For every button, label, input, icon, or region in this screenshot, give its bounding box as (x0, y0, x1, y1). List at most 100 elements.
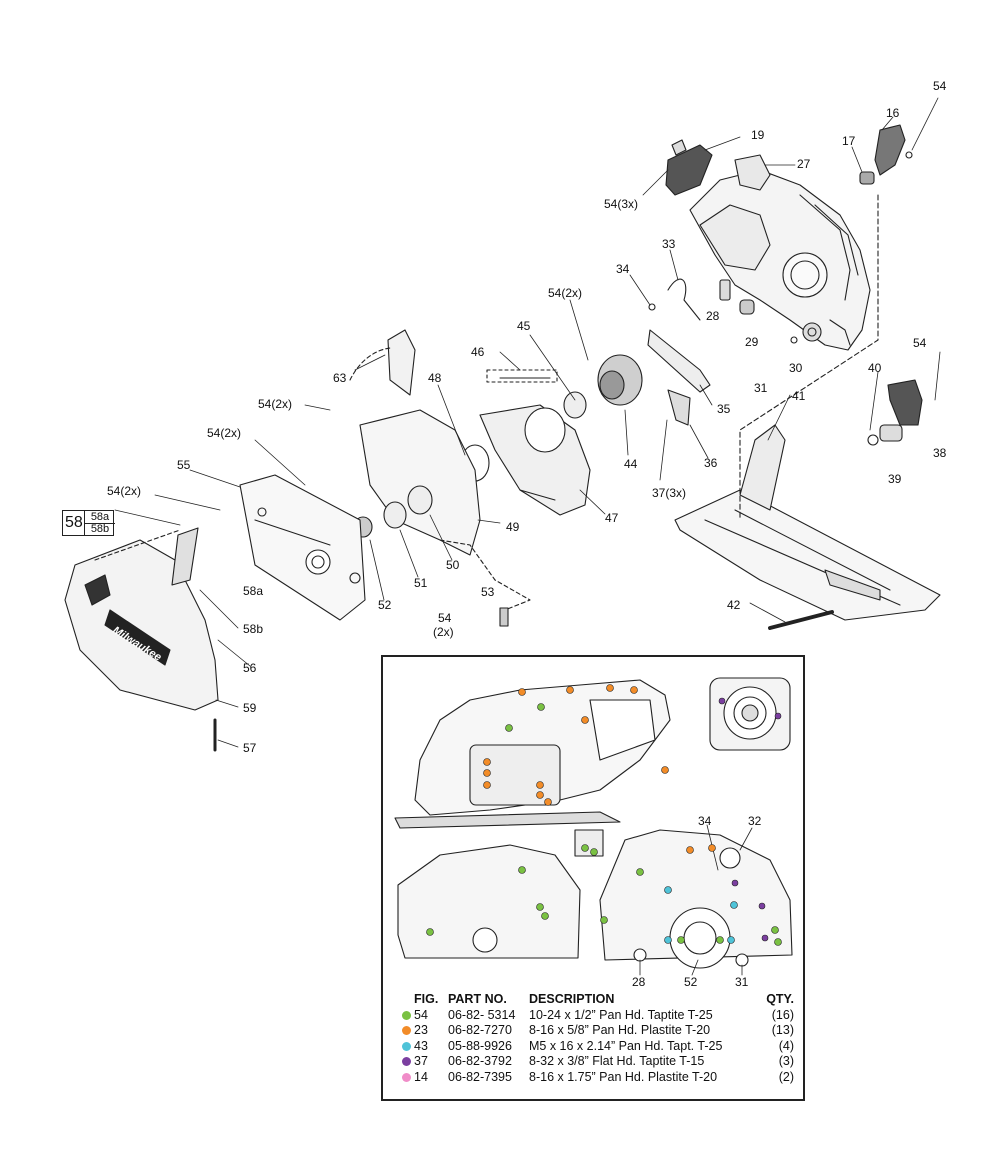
callout-54-2x-c: 54(2x) (207, 426, 242, 440)
part-55-plate (239, 474, 366, 621)
part-34-screw (648, 303, 656, 311)
callout-54-e: 54 (438, 611, 452, 625)
callout-16: 16 (886, 106, 900, 120)
callout-19: 19 (751, 128, 765, 142)
callout-54-3x: 54(3x) (604, 197, 639, 211)
legend-header-fig: FIG. (414, 992, 439, 1006)
callout-56: 56 (243, 661, 257, 675)
box-58a: 58a (84, 511, 115, 524)
legend-part-no: 06-82-7395 (448, 1069, 512, 1084)
callout-36: 36 (704, 456, 718, 470)
legend-color-dot (402, 1072, 411, 1082)
legend-qty: (13) (771, 1023, 794, 1037)
legend-color-dot (402, 1041, 411, 1051)
legend-fig: 23 (414, 1023, 428, 1037)
legend-color-dot (402, 1057, 411, 1066)
callout-44: 44 (624, 457, 638, 471)
box-58b: 58b (84, 523, 115, 535)
callout-55: 55 (177, 458, 191, 472)
part-44-spindle (563, 354, 643, 419)
callout-57: 57 (243, 741, 257, 755)
callout-2x-e: (2x) (433, 625, 454, 639)
legend-qty: (3) (778, 1054, 794, 1068)
inset-callout-34: 34 (698, 814, 712, 828)
legend-fig: 54 (414, 1007, 428, 1022)
callout-52: 52 (378, 598, 392, 612)
legend-part-no: 06-82- 5314 (448, 1007, 516, 1022)
part-36-bracket (667, 389, 691, 426)
callout-45: 45 (517, 319, 531, 333)
inset-housing-inner-view (599, 829, 793, 969)
legend-fig: 14 (414, 1069, 428, 1084)
leader-58 (94, 529, 181, 561)
legend-description: M5 x 16 x 2.14” Pan Hd. Tapt. T-25 (529, 1038, 723, 1053)
callout-34: 34 (616, 262, 630, 276)
legend-header-part: PART NO. (448, 992, 507, 1006)
part-47-lower-guard (479, 404, 591, 516)
legend-color-dot (402, 1010, 411, 1020)
inset-callout-32: 32 (748, 814, 762, 828)
part-63-guard (349, 329, 416, 396)
legend-row: 54 06-82- 5314 10-24 x 1/2” Pan Hd. Taptit… (402, 1008, 798, 1024)
legend-row: 14 06-82-7395 8-16 x 1.75” Pan Hd. Plastit… (402, 1070, 798, 1086)
callout-38: 38 (933, 446, 947, 460)
callout-35: 35 (717, 402, 731, 416)
callout-28: 28 (706, 309, 720, 323)
part-35-lever (647, 329, 711, 393)
legend-part-no: 06-82-7270 (448, 1023, 512, 1037)
part-59-outer-guard: Milwaukee (64, 539, 219, 711)
legend-qty: (16) (771, 1007, 794, 1022)
callout-27: 27 (797, 157, 811, 171)
legend-rows: 54 06-82- 5314 10-24 x 1/2” Pan Hd. Taptit… (402, 1008, 798, 1086)
legend-header-row: FIG. PART NO. DESCRIPTION QTY. (402, 992, 798, 1008)
part-33-spring (667, 278, 701, 321)
inset-callout-28: 28 (632, 975, 646, 989)
part-16-lever (859, 124, 913, 185)
callout-58b: 58b (243, 622, 264, 636)
callout-40: 40 (868, 361, 882, 375)
callout-33: 33 (662, 237, 676, 251)
legend-description: 8-16 x 1.75” Pan Hd. Plastite T-20 (529, 1069, 718, 1084)
callout-42: 42 (727, 598, 741, 612)
callout-49: 49 (506, 520, 520, 534)
legend-part-no: 05-88-9926 (448, 1038, 512, 1053)
leader-lines (114, 97, 941, 748)
callout-54-2x-b: 54(2x) (258, 397, 293, 411)
legend-fig: 37 (414, 1054, 428, 1068)
callout-box-58: 58 58a 58b (62, 510, 115, 536)
callout-50: 50 (446, 558, 460, 572)
part-53-clip (499, 607, 509, 627)
part-41-shoe (674, 424, 941, 621)
callout-30: 30 (789, 361, 803, 375)
part-58-latch (171, 527, 199, 586)
legend-qty: (2) (778, 1069, 794, 1084)
callout-46: 46 (471, 345, 485, 359)
callout-54-right: 54 (913, 336, 927, 350)
legend-color-dot (402, 1026, 411, 1035)
callout-41: 41 (792, 389, 806, 403)
part-42-pin (768, 610, 834, 630)
callout-48: 48 (428, 371, 442, 385)
callout-54-2x-d: 54(2x) (107, 484, 142, 498)
inset-saw-side-view (394, 679, 671, 829)
callout-51: 51 (414, 576, 428, 590)
callout-37-3x: 37(3x) (652, 486, 687, 500)
legend-qty: (4) (778, 1038, 794, 1053)
part-49-blade (359, 409, 481, 556)
inset-guard-view (397, 829, 604, 959)
fastener-inset-panel (381, 655, 805, 1101)
callout-29: 29 (745, 335, 759, 349)
leader-dashed (439, 539, 531, 611)
legend-description: 8-32 x 3/8” Flat Hd. Taptite T-15 (529, 1054, 705, 1068)
part-19-latch (665, 139, 713, 196)
callout-31: 31 (754, 381, 768, 395)
legend-description: 10-24 x 1/2” Pan Hd. Taptite T-25 (529, 1007, 713, 1022)
parts-28-31 (719, 279, 822, 344)
inset-fastener-dots (426, 684, 782, 946)
callout-39: 39 (888, 472, 902, 486)
box-58-number: 58 (65, 514, 83, 531)
